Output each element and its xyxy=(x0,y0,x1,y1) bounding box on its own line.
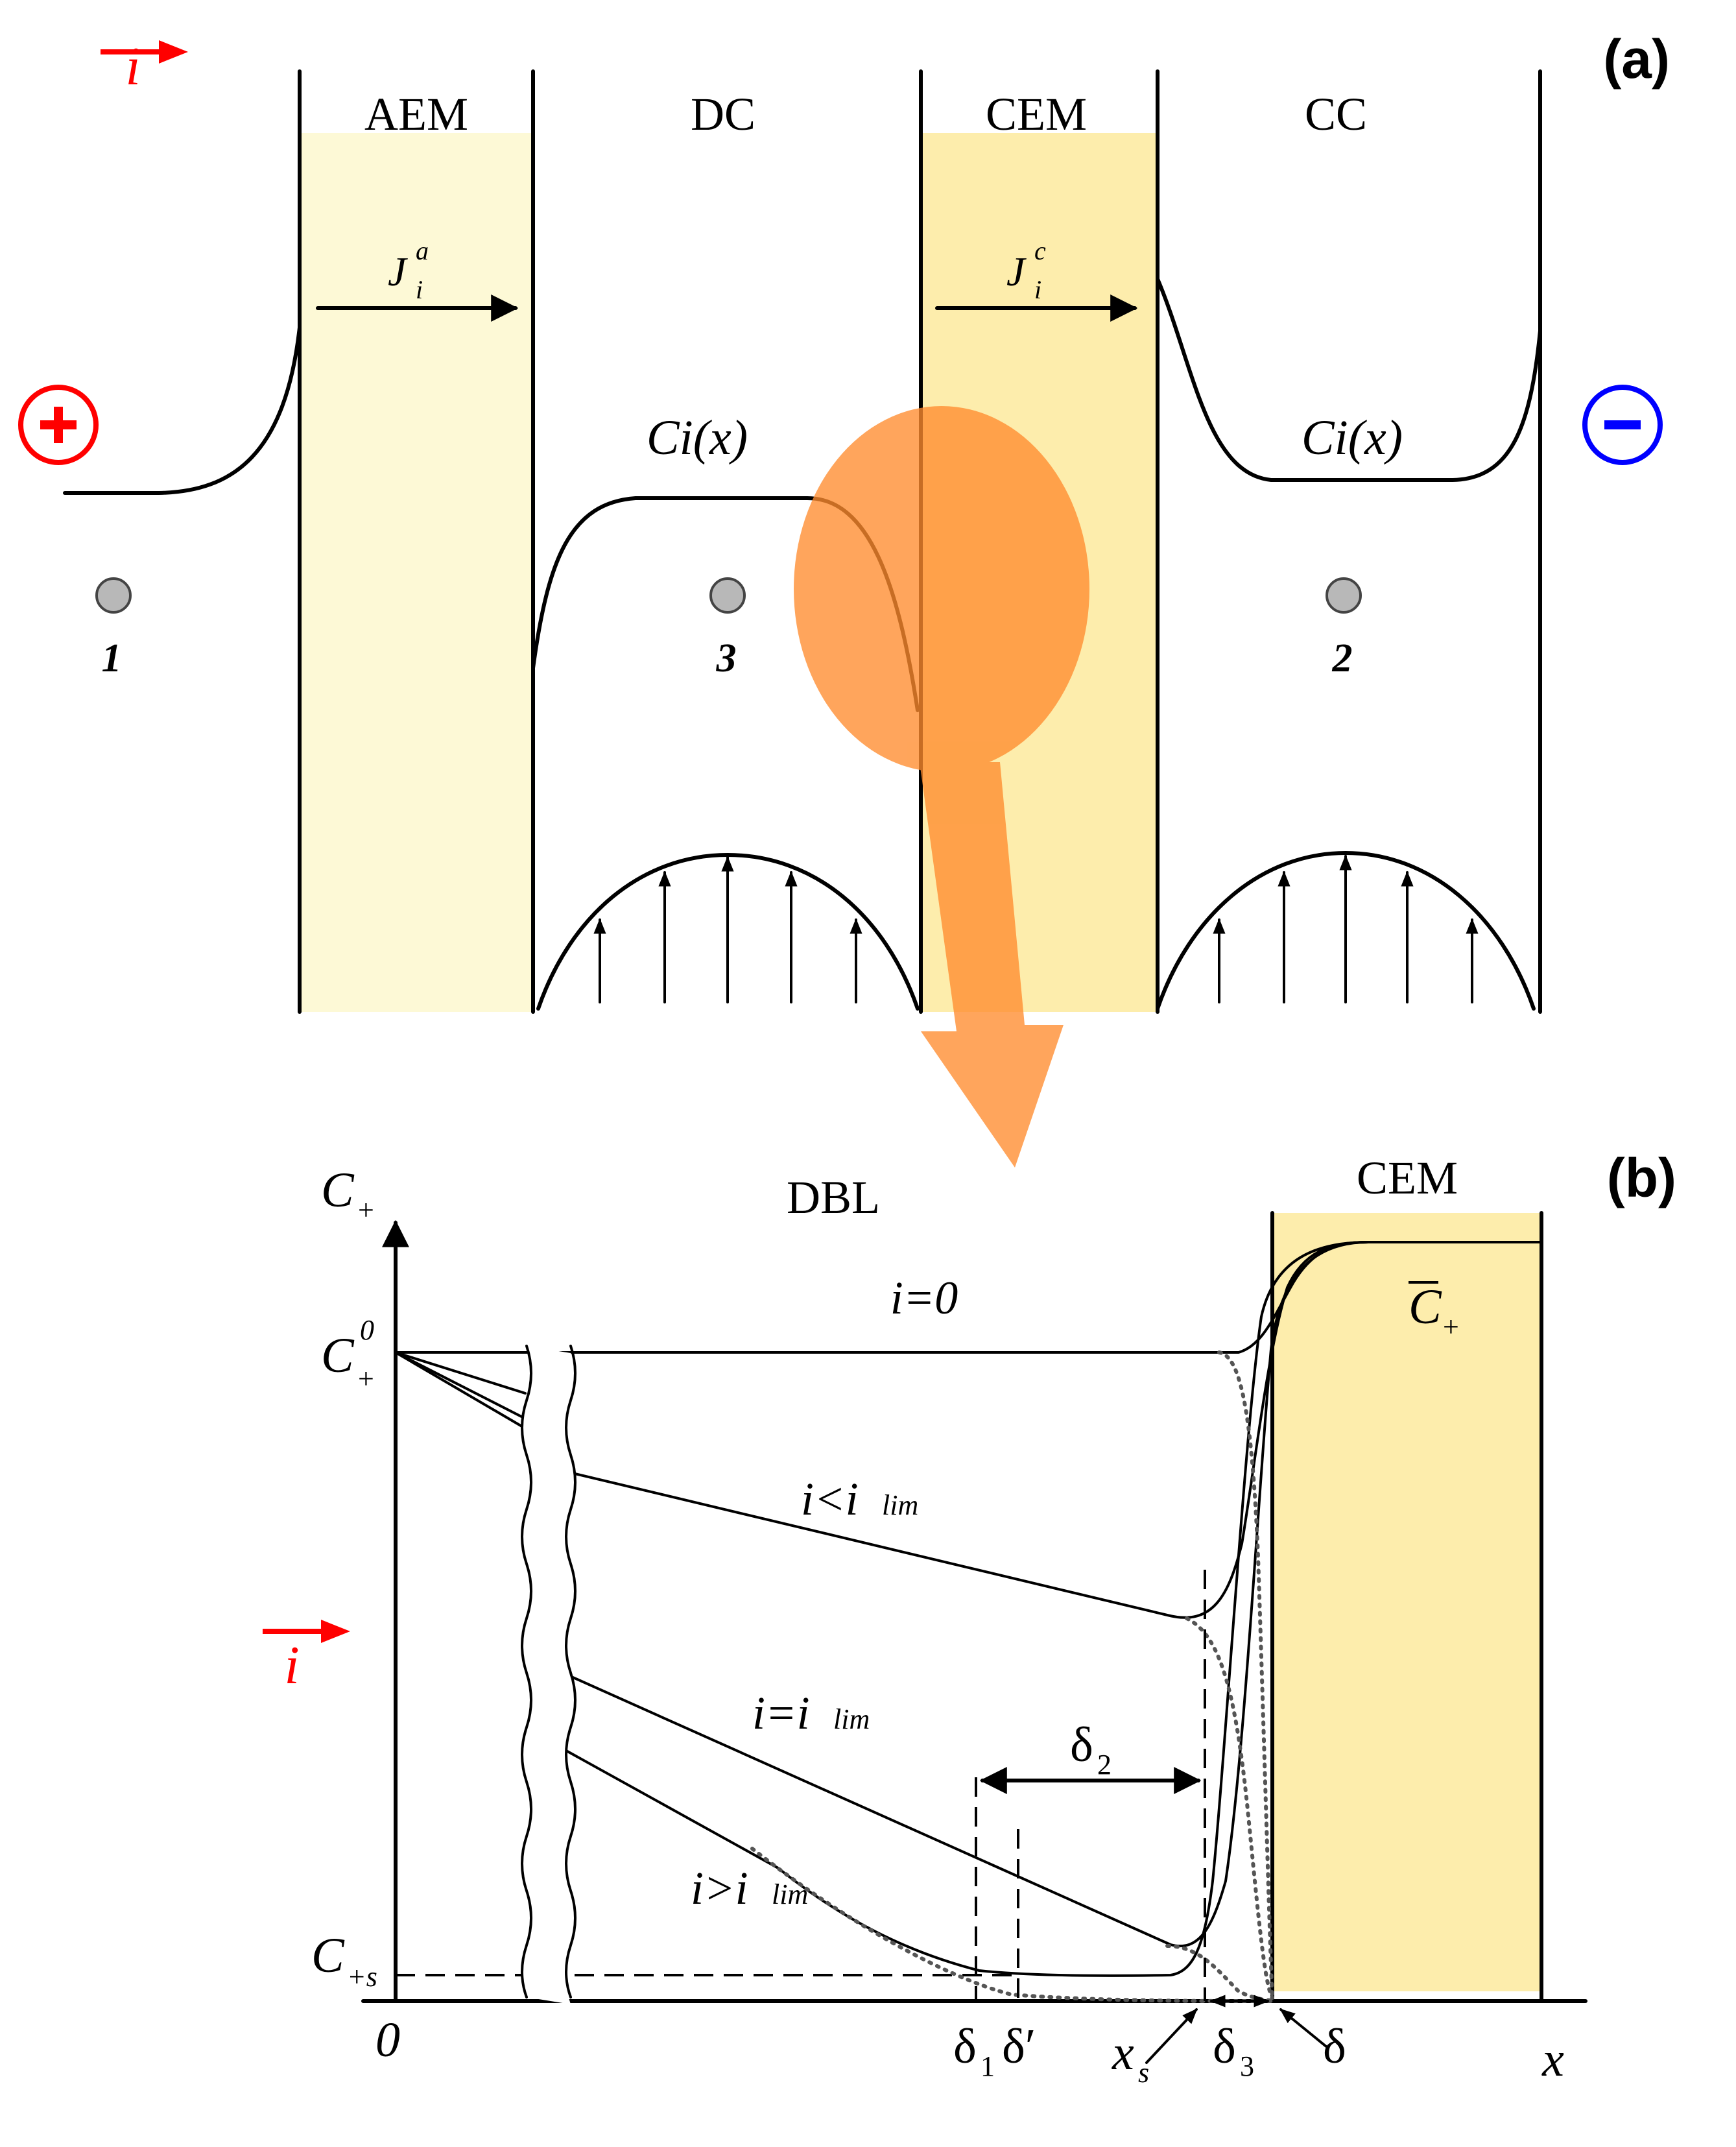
profile-anode-chamber xyxy=(63,326,302,495)
origin-label: 0 xyxy=(375,2013,400,2067)
x-axis-label: x xyxy=(1541,2032,1564,2087)
panel-b-label: (b) xyxy=(1607,1147,1676,1208)
label-cem: CEM xyxy=(986,88,1087,140)
svg-text:C: C xyxy=(321,1328,355,1383)
svg-text:lim: lim xyxy=(772,1878,808,1910)
panel-b: (b) DBL CEM i C + C 0 + C +s 0 x xyxy=(263,1147,1676,2089)
current-direction-a: i xyxy=(101,36,188,97)
label-delta2: δ 2 xyxy=(1070,1718,1112,1781)
curve-i-equal-lim xyxy=(563,1241,1370,1947)
pointer-xs xyxy=(1145,2008,1198,2064)
axis-break xyxy=(521,1345,577,2004)
svg-text:δ: δ xyxy=(953,2019,977,2074)
dotted-curve-1 xyxy=(1217,1350,1274,2000)
anode-icon xyxy=(18,385,99,465)
svg-text:0: 0 xyxy=(360,1314,374,1346)
svg-text:δ: δ xyxy=(1070,1718,1093,1772)
curve-label-i-equal-lim: i=i lim xyxy=(752,1687,870,1739)
current-symbol-b: i xyxy=(284,1635,299,1696)
svg-text:2: 2 xyxy=(1097,1749,1112,1781)
label-cem-b: CEM xyxy=(1357,1152,1458,1204)
current-direction-b: i xyxy=(263,1620,350,1696)
cem-bar-label: C + xyxy=(1409,1280,1459,1343)
svg-text:+: + xyxy=(358,1363,374,1395)
label-dc: DC xyxy=(691,88,755,140)
dotted-curve-4 xyxy=(750,1847,1274,2004)
measuring-points: 1 3 2 xyxy=(95,577,1362,680)
delta-markers xyxy=(975,1570,1327,2064)
label-cc: CC xyxy=(1305,88,1367,140)
svg-text:C: C xyxy=(321,1163,355,1217)
svg-text:3: 3 xyxy=(716,636,737,680)
flow-profile-cc xyxy=(1156,851,1536,1011)
curve-label-i-below-lim: i<i lim xyxy=(801,1473,918,1525)
svg-text:δ: δ xyxy=(1213,2019,1236,2074)
flux-aem: J a i xyxy=(316,236,519,322)
svg-text:i=i: i=i xyxy=(752,1687,810,1739)
svg-text:i>i: i>i xyxy=(691,1862,748,1914)
label-c0: C 0 + xyxy=(321,1314,374,1395)
svg-text:i: i xyxy=(416,275,423,304)
cathode-icon xyxy=(1582,385,1663,465)
svg-text:J: J xyxy=(388,248,408,294)
label-ci-cc: Ci(x) xyxy=(1302,411,1403,465)
cem-region-b xyxy=(1272,1213,1541,1991)
label-cs: C +s xyxy=(311,1928,377,1993)
label-delta-prime: δ′ xyxy=(1002,2019,1036,2074)
svg-text:C: C xyxy=(311,1928,345,1983)
svg-text:i: i xyxy=(1034,275,1041,304)
point-marker-3 xyxy=(709,577,746,614)
label-aem: AEM xyxy=(364,88,468,140)
svg-text:1: 1 xyxy=(981,2050,995,2082)
svg-text:+s: +s xyxy=(347,1961,377,1993)
svg-text:C: C xyxy=(1409,1280,1442,1334)
svg-text:J: J xyxy=(1006,248,1027,294)
panel-a-label: (a) xyxy=(1603,29,1670,90)
zoom-highlight xyxy=(794,406,1089,1168)
aem-membrane xyxy=(300,133,533,1012)
svg-text:c: c xyxy=(1034,236,1046,265)
dotted-curve-2 xyxy=(1185,1616,1274,2000)
svg-text:1: 1 xyxy=(102,636,122,680)
label-ci-dc: Ci(x) xyxy=(647,411,748,465)
label-delta: δ xyxy=(1323,2019,1346,2074)
panel-a: AEM DC CEM CC (a) i J a i J c i xyxy=(18,29,1670,1168)
dotted-curve-3 xyxy=(1165,1944,1274,2002)
svg-text:a: a xyxy=(416,236,429,265)
svg-text:3: 3 xyxy=(1240,2050,1254,2082)
profile-concentrate xyxy=(1156,277,1542,482)
svg-text:2: 2 xyxy=(1332,636,1353,680)
current-symbol-a: i xyxy=(125,36,140,97)
pointer-delta xyxy=(1279,2008,1327,2048)
label-xs: x s xyxy=(1112,2026,1149,2089)
svg-text:s: s xyxy=(1138,2057,1149,2089)
label-delta1: δ 1 xyxy=(953,2019,995,2082)
svg-text:+: + xyxy=(358,1194,374,1226)
point-marker-2 xyxy=(1326,577,1362,614)
svg-text:i<i: i<i xyxy=(801,1473,859,1525)
curve-i-below-lim xyxy=(563,1241,1370,1619)
y-axis-label: C + xyxy=(321,1163,374,1226)
label-delta3: δ 3 xyxy=(1213,2019,1254,2082)
point-marker-1 xyxy=(95,577,132,614)
svg-text:x: x xyxy=(1112,2026,1134,2080)
curve-label-i-above-lim: i>i lim xyxy=(691,1862,808,1914)
svg-text:lim: lim xyxy=(882,1489,918,1521)
curve-i-above-lim xyxy=(566,1241,1370,1977)
curve-label-i-zero: i=0 xyxy=(890,1272,958,1324)
flow-profile-dc xyxy=(536,853,920,1011)
svg-text:lim: lim xyxy=(833,1703,870,1735)
label-dbl: DBL xyxy=(787,1171,880,1223)
flux-cem: J c i xyxy=(935,236,1138,322)
svg-text:+: + xyxy=(1443,1311,1459,1343)
